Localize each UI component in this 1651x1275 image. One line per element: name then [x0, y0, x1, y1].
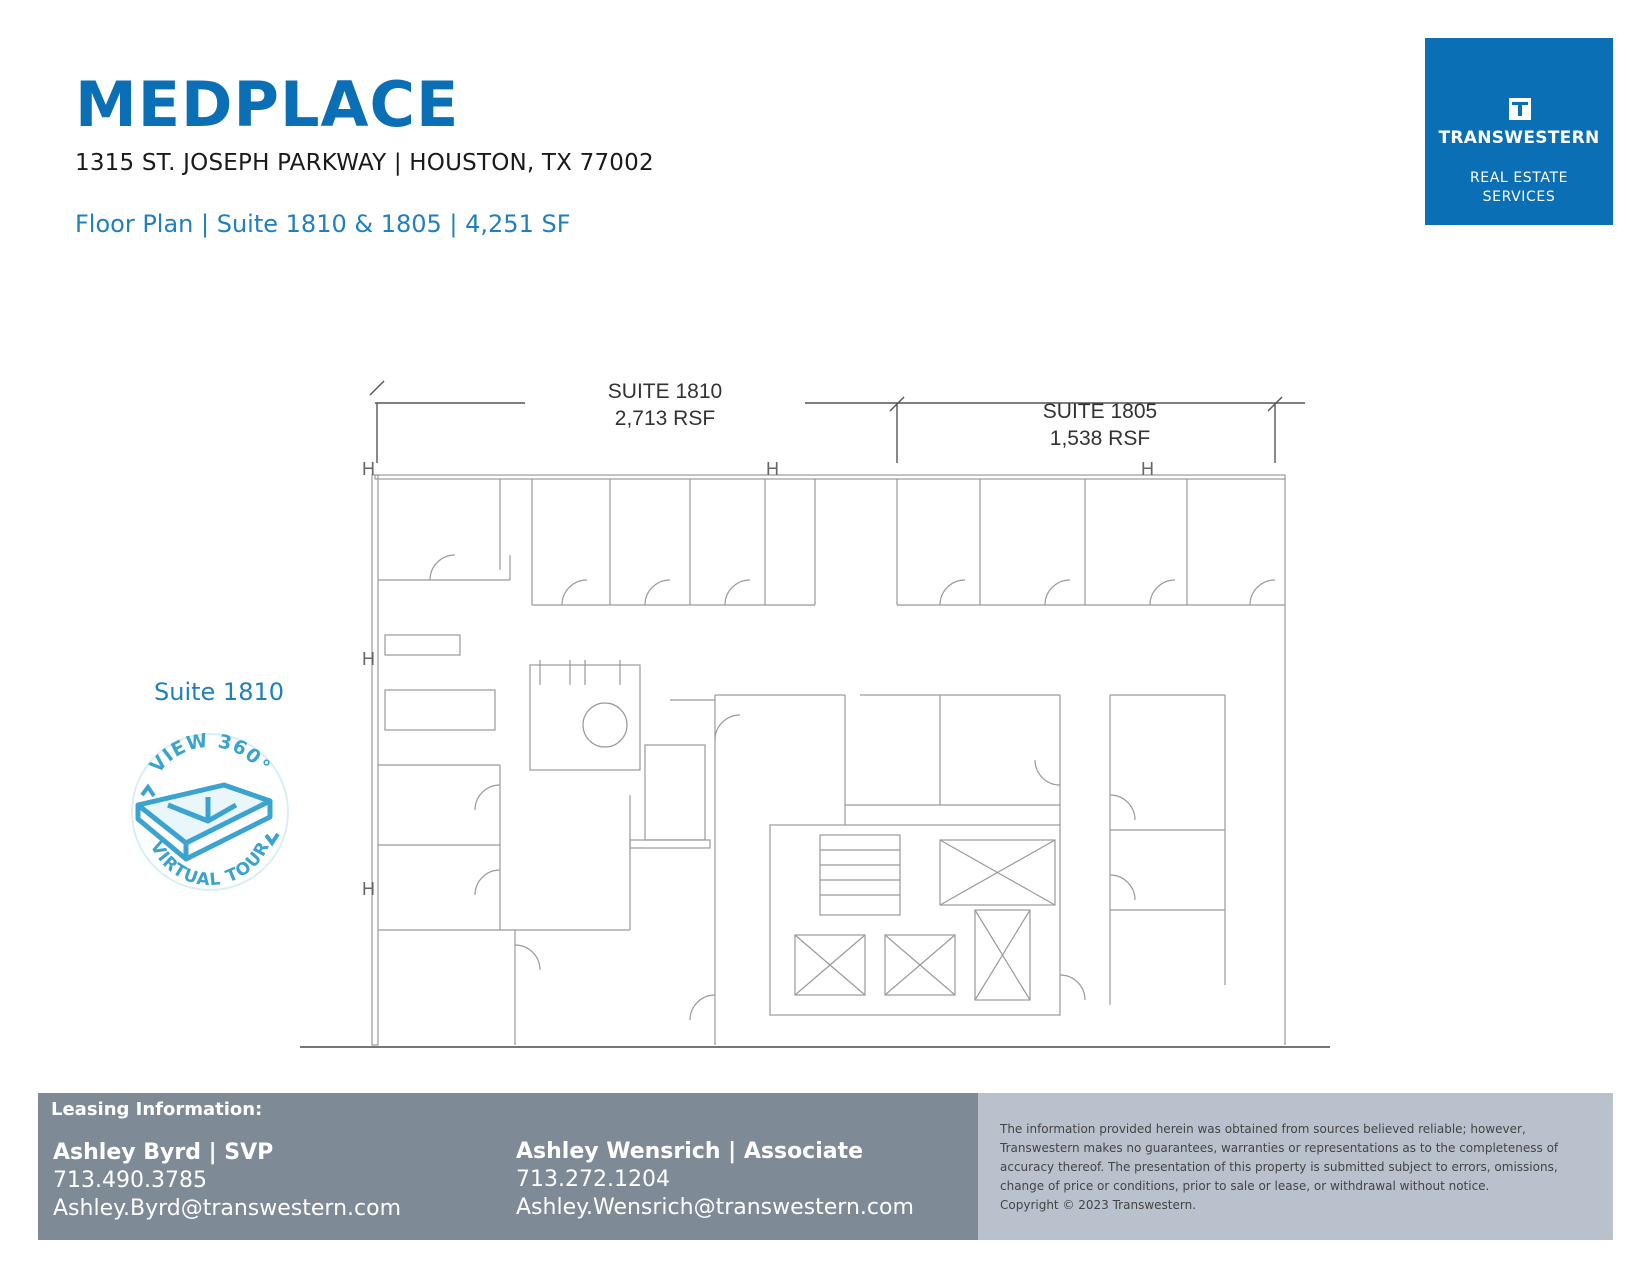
leasing-information-panel: Leasing Information: Ashley Byrd | SVP 7…: [38, 1093, 978, 1240]
property-address: 1315 ST. JOSEPH PARKWAY | HOUSTON, TX 77…: [75, 150, 654, 176]
badge-top-text: VIEW 360°: [146, 729, 274, 777]
broker-name: Ashley Byrd | SVP: [53, 1140, 274, 1165]
suite-1805-area: 1,538 RSF: [1049, 427, 1151, 450]
logo-name: TRANSWESTERN: [1438, 128, 1600, 148]
svg-text:H: H: [362, 649, 375, 669]
broker-email[interactable]: Ashley.Wensrich@transwestern.com: [516, 1195, 914, 1220]
suite-1810-area: 2,713 RSF: [614, 407, 716, 430]
suite-1810-name: SUITE 1810: [607, 380, 723, 403]
property-title: MEDPLACE: [75, 68, 460, 141]
broker-card: Ashley Wensrich | Associate 713.272.1204…: [516, 1137, 914, 1222]
leasing-heading: Leasing Information:: [51, 1099, 263, 1120]
broker-card: Ashley Byrd | SVP 713.490.3785 Ashley.By…: [53, 1138, 401, 1223]
svg-text:VIEW 360°: VIEW 360°: [146, 729, 275, 777]
broker-phone[interactable]: 713.490.3785: [53, 1168, 207, 1193]
view-360-icon[interactable]: VIEW 360° VIRTUAL TOUR: [128, 727, 292, 897]
logo-tagline: REAL ESTATE SERVICES: [1425, 169, 1613, 207]
svg-text:H: H: [766, 459, 779, 479]
logo-tagline-line-1: REAL ESTATE: [1469, 170, 1569, 186]
svg-text:H: H: [362, 879, 375, 899]
broker-phone[interactable]: 713.272.1204: [516, 1167, 670, 1192]
suite-1805-name: SUITE 1805: [1042, 400, 1158, 423]
virtual-tour-label[interactable]: Suite 1810: [154, 678, 284, 706]
suite-1805-dimension: SUITE 1805 1,538 RSF: [1020, 398, 1180, 452]
logo-tagline-line-2: SERVICES: [1482, 189, 1556, 205]
svg-text:H: H: [1141, 459, 1154, 479]
broker-email[interactable]: Ashley.Byrd@transwestern.com: [53, 1196, 402, 1221]
transwestern-t-icon: [1509, 98, 1531, 120]
transwestern-logo[interactable]: TRANSWESTERN REAL ESTATE SERVICES: [1425, 38, 1613, 225]
copyright-text: Copyright © 2023 Transwestern.: [1000, 1198, 1197, 1212]
disclaimer-panel: The information provided herein was obta…: [978, 1093, 1613, 1240]
floor-plan-subtitle: Floor Plan | Suite 1810 & 1805 | 4,251 S…: [75, 210, 571, 238]
suite-1810-dimension: SUITE 1810 2,713 RSF: [585, 378, 745, 432]
disclaimer-text: The information provided herein was obta…: [1000, 1122, 1559, 1193]
floor-plan-drawing: H H H H H: [300, 380, 1330, 1048]
broker-name: Ashley Wensrich | Associate: [516, 1139, 864, 1164]
svg-text:H: H: [362, 459, 375, 479]
